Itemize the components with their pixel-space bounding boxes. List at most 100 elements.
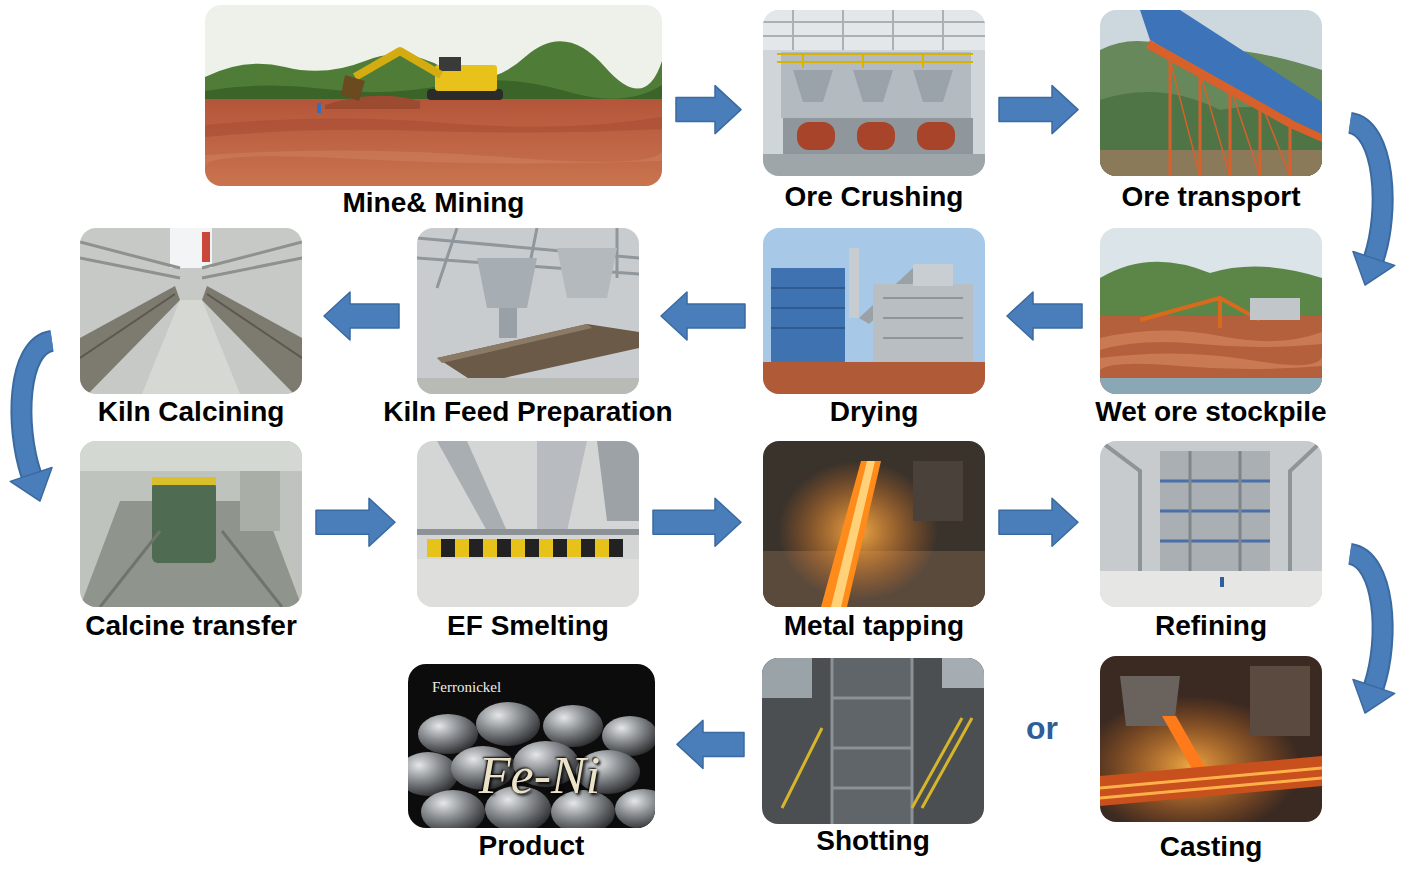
- photo-detail: [421, 790, 485, 828]
- photo-detail: [821, 461, 881, 607]
- step-caption: Ore Crushing: [785, 180, 964, 214]
- step-caption: Refining: [1155, 609, 1267, 643]
- photo-detail: [441, 539, 455, 557]
- photo-detail: [1100, 10, 1322, 176]
- curved-arrow-outline: [21, 341, 52, 475]
- photo-detail: [883, 298, 963, 338]
- product-brand-text: Ferronickel: [432, 678, 501, 696]
- photo-detail: [763, 10, 985, 50]
- photo-detail: [1190, 451, 1240, 571]
- photo-detail: [537, 441, 587, 531]
- photo-detail: [469, 539, 483, 557]
- step-caption: EF Smelting: [447, 609, 609, 643]
- photo-detail: [597, 441, 639, 521]
- block-arrow: [676, 86, 741, 134]
- photo-detail: [762, 658, 984, 824]
- photo-detail: [1140, 10, 1322, 134]
- process-step-tile: Ore transport: [1100, 10, 1322, 176]
- photo-detail: [80, 441, 302, 607]
- photo-detail: [913, 264, 953, 286]
- flow-arrow: [653, 498, 741, 546]
- arrow-head: [10, 467, 52, 501]
- step-caption: Kiln Calcining: [98, 395, 285, 429]
- block-arrow: [999, 498, 1078, 546]
- process-step-tile: EF Smelting: [417, 441, 639, 607]
- photo-detail: [615, 789, 655, 828]
- flow-arrow: [661, 292, 745, 340]
- photo-detail: [762, 658, 812, 698]
- step-caption: Casting: [1160, 830, 1263, 864]
- photo-detail: [913, 461, 963, 521]
- photo-detail: [499, 308, 517, 338]
- photo-detail: [427, 539, 441, 557]
- photo-detail: [1250, 666, 1310, 736]
- photo-detail: [483, 539, 497, 557]
- photo-detail: [777, 54, 973, 68]
- photo-detail: [477, 258, 537, 308]
- step-caption: Mine& Mining: [343, 186, 525, 220]
- photo-detail: [1100, 228, 1322, 394]
- tapping-photo: [763, 441, 985, 607]
- drying-photo: [763, 228, 985, 394]
- product-overlay-text: Fe-Ni: [479, 746, 600, 806]
- block-arrow: [653, 498, 741, 546]
- photo-detail: [205, 5, 662, 186]
- photo-detail: [476, 702, 540, 746]
- photo-detail: [762, 658, 984, 824]
- photo-detail: [202, 232, 210, 262]
- photo-detail: [832, 658, 912, 824]
- block-arrow: [324, 292, 399, 340]
- photo-detail: [1100, 768, 1322, 798]
- step-caption: Kiln Feed Preparation: [383, 395, 672, 429]
- photo-detail: [763, 228, 985, 394]
- refining-photo: [1100, 441, 1322, 607]
- process-step-tile: Refining: [1100, 441, 1322, 607]
- arrow-head: [1353, 251, 1395, 285]
- flow-arrow: [324, 292, 399, 340]
- photo-detail: [1100, 330, 1322, 350]
- photo-detail: [763, 362, 985, 394]
- step-caption: Drying: [830, 395, 919, 429]
- block-arrow: [316, 498, 395, 546]
- photo-detail: [1100, 228, 1322, 394]
- crushing-photo: [763, 10, 985, 176]
- photo-detail: [763, 10, 985, 176]
- photo-detail: [355, 51, 441, 77]
- photo-detail: [1100, 378, 1322, 394]
- stockpile-photo: [1100, 228, 1322, 394]
- photo-detail: [539, 539, 553, 557]
- smelting-photo: [417, 441, 639, 607]
- photo-detail: [408, 664, 655, 828]
- block-arrow: [661, 292, 745, 340]
- mine-photo: [205, 5, 662, 186]
- photo-detail: [543, 705, 603, 747]
- photo-detail: [240, 471, 280, 531]
- photo-detail: [1250, 298, 1300, 320]
- photo-detail: [341, 75, 365, 101]
- photo-detail: [417, 378, 639, 394]
- photo-detail: [417, 441, 639, 607]
- photo-detail: [1100, 756, 1322, 806]
- photo-detail: [797, 122, 835, 150]
- product-photo: [398, 664, 671, 834]
- photo-detail: [913, 70, 953, 102]
- photo-detail: [511, 539, 525, 557]
- photo-detail: [853, 70, 893, 102]
- photo-detail: [793, 70, 833, 102]
- photo-detail: [831, 461, 875, 607]
- photo-detail: [439, 57, 461, 71]
- process-step-tile: Calcine transfer: [80, 441, 302, 607]
- block-arrow: [999, 86, 1078, 134]
- photo-detail: [152, 481, 216, 563]
- photo-detail: [602, 716, 655, 756]
- photo-detail: [763, 228, 985, 394]
- process-step-tile: Mine& Mining: [205, 5, 662, 186]
- process-step-tile: Kiln Feed Preparation: [417, 228, 639, 394]
- photo-detail: [1100, 441, 1322, 607]
- photo-detail: [763, 10, 985, 176]
- photo-detail: [1160, 481, 1270, 541]
- photo-detail: [80, 441, 302, 607]
- photo-detail: [80, 228, 302, 394]
- photo-detail: [80, 441, 302, 471]
